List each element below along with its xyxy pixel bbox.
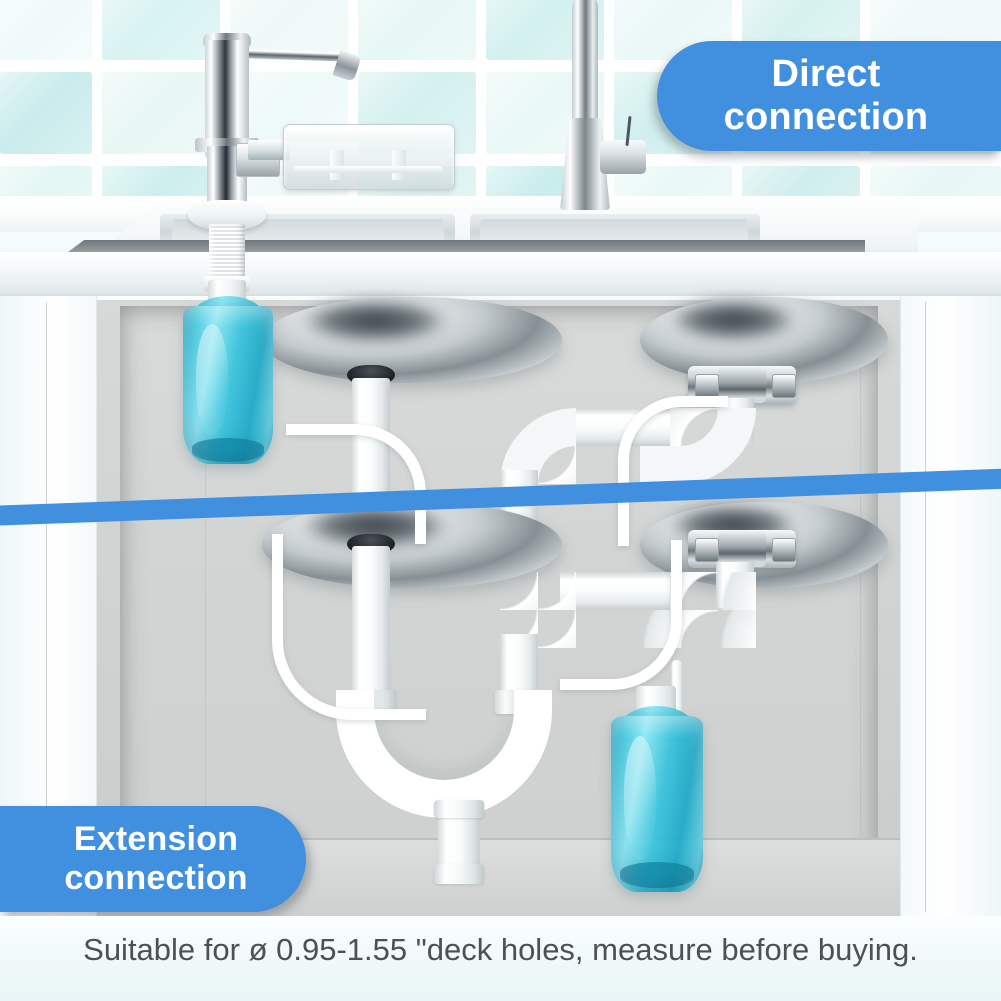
cabinet-right-panel <box>900 296 1001 916</box>
soap-bottle-base-direct <box>192 438 264 462</box>
badge-extension-line2: connection <box>64 859 248 897</box>
drain-strainer-ear-right-right-bottom <box>772 538 796 562</box>
drain-strainer-ear-left-right-top <box>695 374 719 398</box>
badge-extension-connection: Extension connection <box>0 806 306 912</box>
cabinet-floor-edge <box>96 838 900 840</box>
backsplash-tile <box>358 0 476 60</box>
cabinet-seam-right <box>925 302 926 912</box>
soap-dish-drain-rail <box>293 166 443 173</box>
caption-band <box>0 916 1001 1001</box>
backsplash-tile <box>102 0 220 60</box>
extension-hose-left-loop-bottom <box>272 534 426 720</box>
badge-direct-line1: Direct <box>771 52 881 95</box>
badge-extension-line1: Extension <box>73 820 239 859</box>
soap-bottle-gloss-direct <box>196 324 228 436</box>
trap-pipe-drop-bottom <box>500 634 538 696</box>
caption-text: Suitable for ø 0.95-1.55 "deck holes, me… <box>83 932 918 967</box>
soap-dish-rib-2 <box>392 150 406 180</box>
soap-dish-mount-arm <box>248 140 290 160</box>
badge-direct-line2: connection <box>723 96 929 138</box>
cabinet-seam-left <box>46 302 47 912</box>
sink-basin-right-inner <box>480 219 748 244</box>
backsplash-tile <box>0 72 92 154</box>
sink-bowl-shade-right-top <box>668 298 798 342</box>
faucet-handle[interactable] <box>600 140 646 174</box>
badge-direct-connection: Direct connection <box>657 41 1001 151</box>
soap-bottle-gloss-extension <box>624 736 656 860</box>
soap-dish-rib-1 <box>330 150 344 180</box>
soap-bottle-base-extension <box>620 862 694 888</box>
cabinet-seam-inner-left <box>205 306 206 838</box>
trap-outlet-nut-bottom <box>434 864 484 884</box>
soap-dish-lip <box>286 126 450 142</box>
extension-hose-left-loop-top <box>286 424 426 544</box>
trap-outlet-nut-top <box>434 800 484 818</box>
extension-hose-upper-curve <box>618 396 728 546</box>
backsplash-tile <box>0 0 92 60</box>
soap-pump-threaded-shank <box>209 224 245 280</box>
extension-hose-lower-curve <box>560 540 682 690</box>
countertop-front-edge <box>0 252 1001 298</box>
sink-bowl-shade-left-top <box>300 298 450 344</box>
drain-strainer-ear-right-right-top <box>772 374 796 398</box>
